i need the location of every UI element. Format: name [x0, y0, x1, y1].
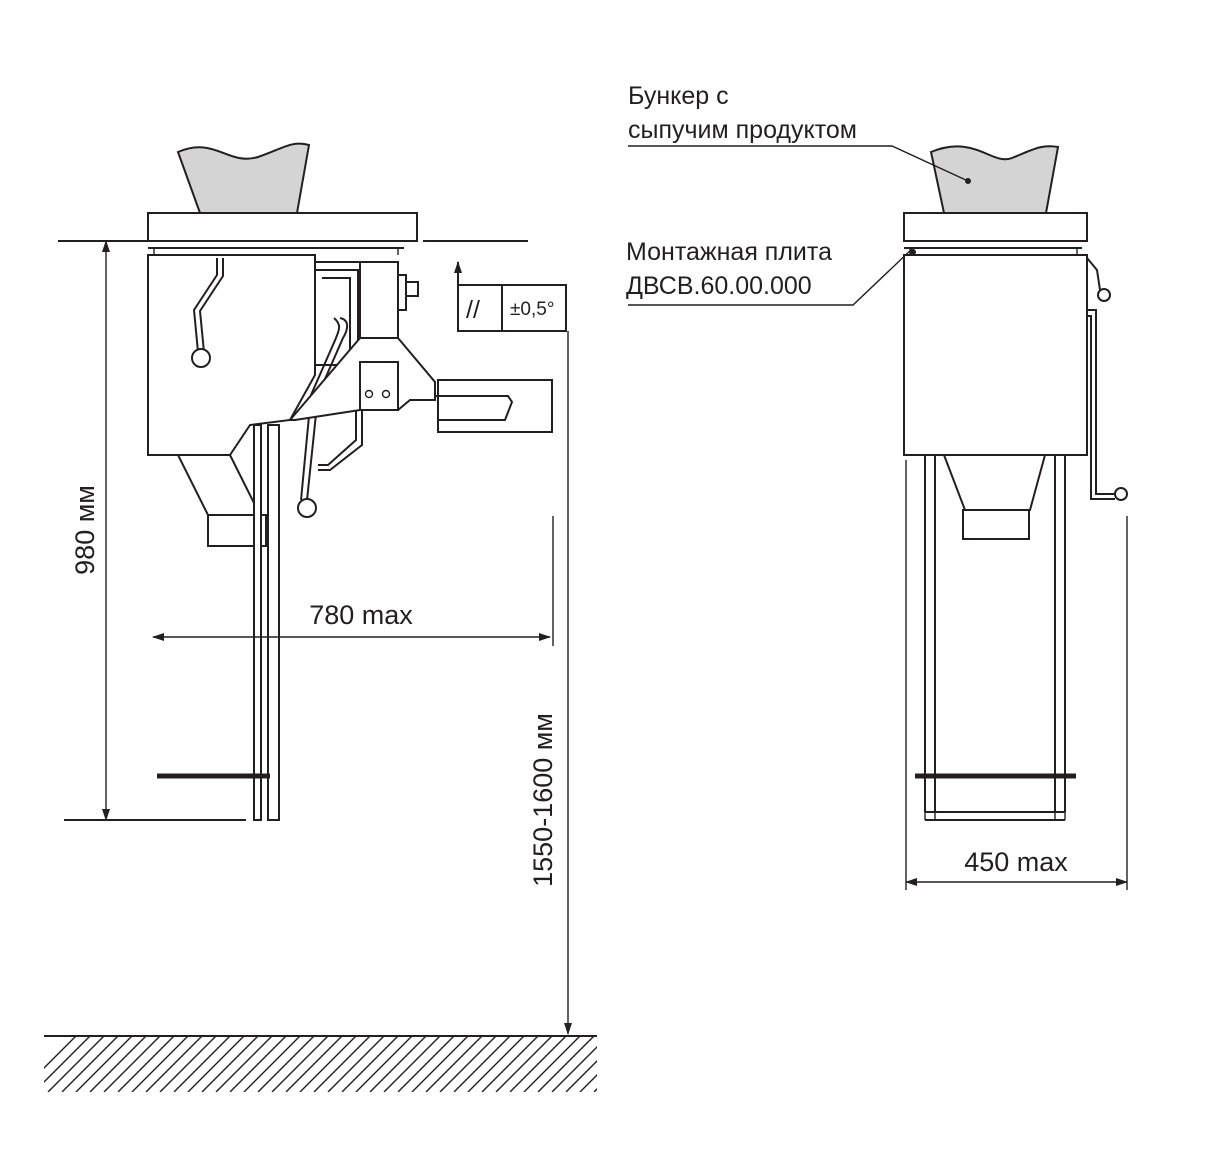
hatch-line [131, 1036, 189, 1092]
dim-450-label: 450 max [964, 847, 1068, 877]
hatch-line [383, 1036, 441, 1092]
hatch-line [187, 1036, 245, 1092]
hatch-line [397, 1036, 455, 1092]
dim-980-label: 980 мм [70, 485, 100, 575]
dim-floor-label: 1550-1600 мм [528, 713, 558, 887]
hopper-front [929, 145, 1060, 214]
hatch-line [495, 1036, 553, 1092]
hatch-line [103, 1036, 161, 1092]
hatch-line [89, 1036, 147, 1092]
hatch-line [173, 1036, 231, 1092]
hatch-line [537, 1036, 595, 1092]
hatch-line [636, 1036, 692, 1092]
cone-side [176, 454, 262, 516]
plate-label-line2: ДВСВ.60.00.000 [626, 272, 812, 300]
top-lever-knob [191, 348, 211, 368]
mounting-plate-front [903, 212, 1088, 242]
hatch-line [243, 1036, 301, 1092]
hopper-label-line1: Бункер с [628, 82, 729, 110]
hatch-line [75, 1036, 133, 1092]
hatch-line [551, 1046, 597, 1092]
hatch-line [467, 1036, 525, 1092]
floor-hatch [44, 1035, 692, 1092]
hatch-line [565, 1060, 597, 1092]
hatch-line [593, 1088, 597, 1092]
hatch-line [411, 1036, 469, 1092]
mounting-plate-side [147, 212, 418, 242]
hatch-line [622, 1036, 678, 1092]
hatch-line [439, 1036, 497, 1092]
callouts: Бункер с сыпучим продуктом Монтажная пли… [626, 82, 971, 306]
valve-block [359, 361, 399, 411]
hatch-line [369, 1036, 427, 1092]
hatch-line [523, 1036, 581, 1092]
hatch-line [509, 1036, 567, 1092]
tolerance-value: ±0,5° [510, 299, 554, 320]
hatch-line [327, 1036, 385, 1092]
hatch-line [453, 1036, 511, 1092]
hatch-line [215, 1036, 273, 1092]
hatch-line [313, 1036, 371, 1092]
hatch-line [299, 1036, 357, 1092]
dim-780-label: 780 max [309, 600, 413, 630]
hatch-line [285, 1036, 343, 1092]
hatch-line [159, 1036, 217, 1092]
hopper-side [176, 142, 311, 214]
hatch-line [44, 1036, 77, 1069]
hatch-line [117, 1036, 175, 1092]
cone-front [942, 454, 1047, 511]
hatch-line [579, 1074, 597, 1092]
hatch-line [47, 1036, 105, 1092]
hatch-line [44, 1036, 91, 1083]
plate-label-line1: Монтажная плита [626, 238, 832, 266]
hatch-line [201, 1036, 259, 1092]
hatch-line [229, 1036, 287, 1092]
hatch-line [271, 1036, 329, 1092]
hatch-line [425, 1036, 483, 1092]
spout-front [962, 509, 1030, 540]
stand-tube-2 [267, 424, 280, 821]
hatch-line [145, 1036, 203, 1092]
hatch-line [481, 1036, 539, 1092]
tolerance-symbol: // [466, 296, 480, 324]
bottom-lever-knob [297, 498, 317, 518]
stand-tube-1 [253, 424, 262, 821]
hatch-line [608, 1036, 664, 1092]
tolerance-frame: // ±0,5° [454, 261, 567, 332]
hatch-line [355, 1036, 413, 1092]
hatch-line [61, 1036, 119, 1092]
housing-side [147, 254, 316, 456]
dimensions-side: 980 мм 780 max 1550-1600 мм [70, 240, 572, 1035]
housing-front [903, 254, 1088, 456]
hatch-line [257, 1036, 315, 1092]
dimensions-front: 450 max [905, 460, 1128, 890]
front-view [903, 145, 1128, 821]
side-view [58, 142, 553, 821]
hopper-label-line2: сыпучим продуктом [628, 116, 857, 144]
hatch-line [341, 1036, 399, 1092]
